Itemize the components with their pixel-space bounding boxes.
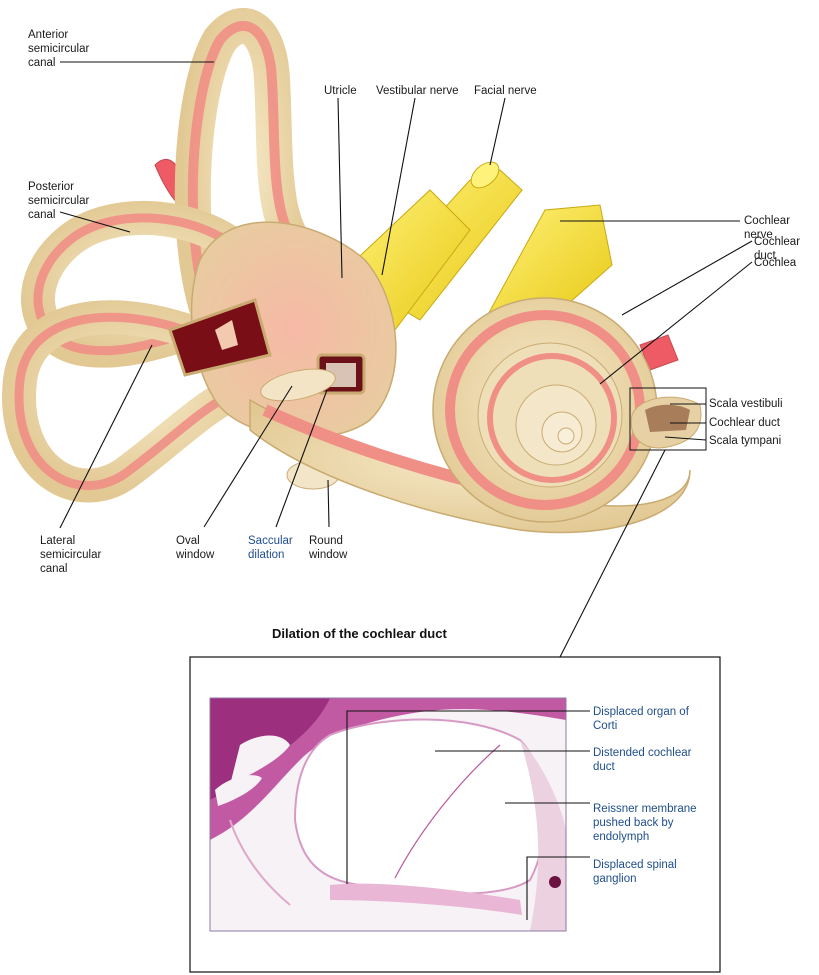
- leader-lines: [59, 61, 753, 658]
- cochlea-spiral: [432, 297, 658, 523]
- label-reissner-membrane: Reissner membrane pushed back by endolym…: [593, 803, 697, 843]
- anterior-semicircular-canal: [174, 8, 318, 348]
- opened-canal-window: [168, 298, 272, 377]
- histology-micrograph: [210, 698, 566, 931]
- label-distended-cochlear-duct: Distended cochlear duct: [593, 747, 692, 773]
- inset-frame: [189, 656, 721, 973]
- inset-leader-lines: [346, 710, 590, 920]
- label-anterior-semicircular-canal: Anterior semicircular canal: [28, 29, 90, 69]
- label-displaced-organ-of-corti: Displaced organ of Corti: [593, 706, 689, 732]
- label-scala-tympani: Scala tympani: [709, 435, 782, 447]
- label-utricle: Utricle: [324, 85, 357, 97]
- label-cochlear-duct-section: Cochlear duct: [709, 417, 780, 429]
- label-lateral-semicircular-canal: Lateral semicircular canal: [40, 535, 102, 575]
- cochlea-cross-section: [630, 396, 702, 449]
- label-oval-window: Oval window: [176, 535, 215, 561]
- posterior-semicircular-canal: [21, 200, 282, 368]
- oval-window: [260, 368, 336, 402]
- label-cochlear-duct: Cochlear duct: [754, 236, 801, 262]
- label-vestibular-nerve: Vestibular nerve: [376, 85, 459, 97]
- label-scala-vestibuli: Scala vestibuli: [709, 398, 783, 410]
- label-facial-nerve: Facial nerve: [474, 85, 537, 97]
- label-displaced-spinal-ganglion: Displaced spinal ganglion: [593, 859, 677, 885]
- label-posterior-semicircular-canal: Posterior semicircular canal: [28, 181, 90, 221]
- label-cochlea: Cochlea: [754, 257, 797, 269]
- inset-title: Dilation of the cochlear duct: [272, 626, 447, 641]
- micrograph-border: [209, 697, 567, 932]
- zoom-box: [629, 387, 707, 451]
- label-round-window: Round window: [309, 535, 348, 561]
- lateral-semicircular-canal: [2, 300, 267, 503]
- label-saccular-dilation: Saccular dilation: [248, 535, 293, 561]
- label-cochlear-nerve: Cochlear nerve: [744, 215, 791, 241]
